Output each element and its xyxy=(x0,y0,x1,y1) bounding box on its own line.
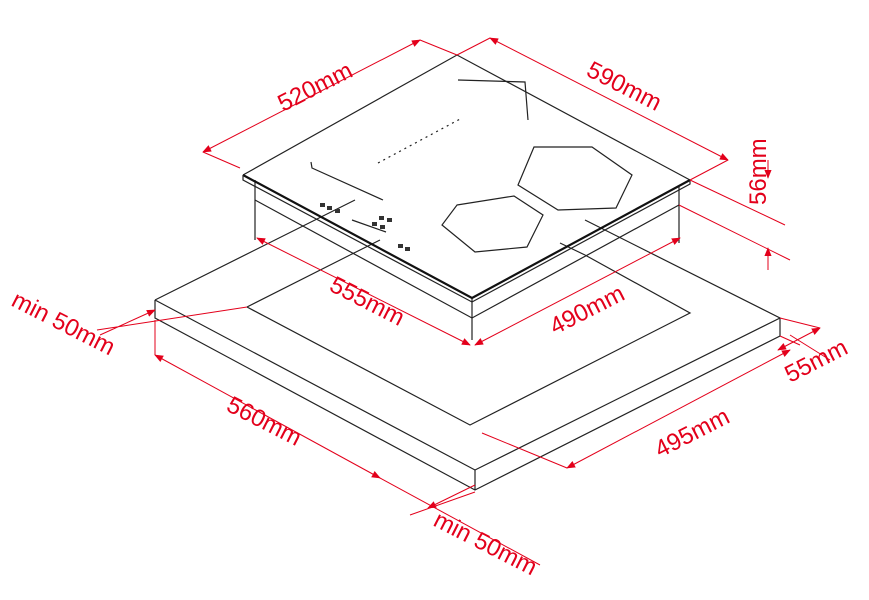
cooking-zone-hexagon-right xyxy=(517,146,633,211)
cooking-zone-hexagon-left xyxy=(441,195,544,253)
dimension-lines xyxy=(96,37,831,566)
label-counter-width: 560mm xyxy=(222,391,306,451)
label-hob-depth: 520mm xyxy=(273,57,357,117)
control-slider xyxy=(351,219,387,233)
label-cutout-depth: 490mm xyxy=(545,280,629,340)
label-counter-depth: 495mm xyxy=(650,403,734,463)
zone-front-left xyxy=(310,161,384,201)
label-counter-thickness: 55mm xyxy=(780,334,852,388)
label-min-back-clearance: min 50mm xyxy=(7,286,119,361)
label-hob-width: 590mm xyxy=(582,56,666,116)
zone-rear-left xyxy=(457,79,529,121)
label-hob-height: 56mm xyxy=(745,138,772,205)
flex-zone-line xyxy=(377,117,463,164)
label-min-front-clearance: min 50mm xyxy=(429,506,541,581)
label-cutout-width: 555mm xyxy=(325,271,409,331)
